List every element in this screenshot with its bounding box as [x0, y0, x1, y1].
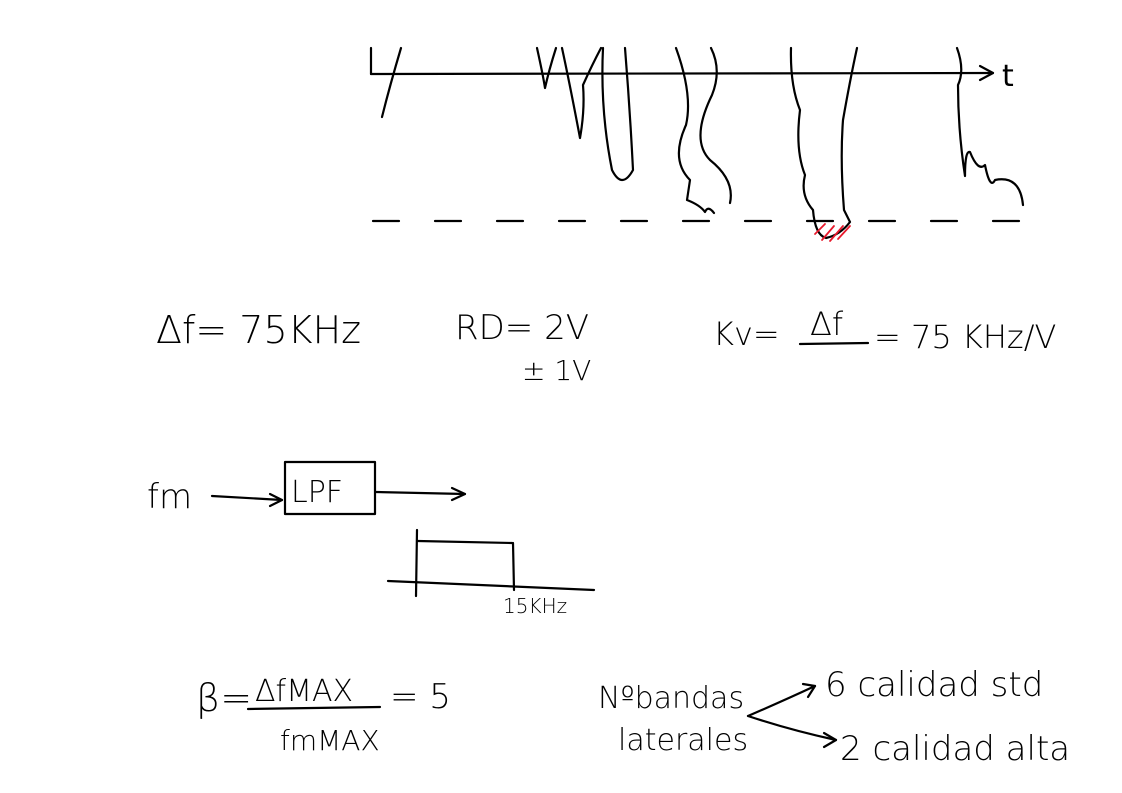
signal-stroke-5: [674, 46, 716, 215]
kv-rhs: = 75 KHz/V: [874, 318, 1056, 356]
beta-rhs: = 5: [390, 677, 451, 717]
signal-stroke-2: [535, 46, 558, 90]
lpf-output-arrowhead: [450, 486, 467, 502]
branch-arrow-down: [746, 714, 838, 742]
time-axis-label: t: [1002, 59, 1014, 94]
side-bands-label-line2: laterales: [618, 723, 748, 758]
lpf-input-arrow: [210, 494, 284, 502]
lpf-output-arrow: [374, 490, 467, 496]
branch-arrow-up-head: [801, 682, 817, 699]
branch-arrow-down-head: [822, 731, 838, 749]
lpf-diagram: fm LPF 15KHz: [147, 460, 596, 618]
kv-fraction-bar: [798, 341, 870, 346]
signal-stroke-4: [601, 46, 635, 182]
side-bands-note: Nºbandas laterales 6 calidad std 2 calid…: [598, 665, 1070, 769]
time-axis-line: [369, 71, 995, 76]
rd-tolerance: ± 1V: [522, 354, 591, 387]
fm-parameters: Δf= 75KHz RD= 2V ± 1V Kv= Δf = 75 KHz/V: [156, 305, 1056, 387]
kv-lhs: Kv=: [713, 315, 780, 353]
beta-denominator: fmMAX: [280, 724, 380, 757]
delta-f-value: Δf= 75KHz: [156, 308, 361, 352]
beta-formula: β= ΔfMAX fmMAX = 5: [196, 674, 451, 757]
kv-numerator: Δf: [810, 305, 844, 343]
side-bands-high-quality: 2 calidad alta: [840, 729, 1070, 769]
freq-response-top: [416, 539, 514, 545]
freq-axis: [386, 579, 596, 592]
cutoff-frequency-label: 15KHz: [503, 594, 567, 618]
side-bands-label-line1: Nºbandas: [598, 681, 744, 716]
freq-response-left: [414, 528, 419, 598]
lpf-block: [283, 460, 377, 516]
signal-stroke-7: [789, 46, 859, 240]
freq-response-right: [511, 541, 516, 592]
signal-stroke-1: [380, 46, 403, 119]
lpf-input-arrowhead: [268, 492, 284, 508]
branch-arrow-up: [746, 684, 817, 718]
rd-value: RD= 2V: [455, 308, 589, 348]
waveform-sketch: t: [369, 46, 1025, 242]
signal-stroke-6: [699, 46, 732, 205]
lpf-input-label: fm: [147, 477, 192, 517]
signal-stroke-8: [955, 46, 1025, 207]
lpf-block-label: LPF: [291, 475, 343, 510]
beta-fraction-bar: [246, 705, 382, 711]
signal-stroke-3: [560, 46, 603, 140]
beta-lhs: β=: [196, 676, 252, 720]
overmodulation-hatch: [814, 223, 851, 242]
side-bands-standard: 6 calidad std: [825, 665, 1043, 705]
beta-numerator: ΔfMAX: [255, 674, 353, 709]
time-axis-arrowhead: [978, 64, 995, 82]
